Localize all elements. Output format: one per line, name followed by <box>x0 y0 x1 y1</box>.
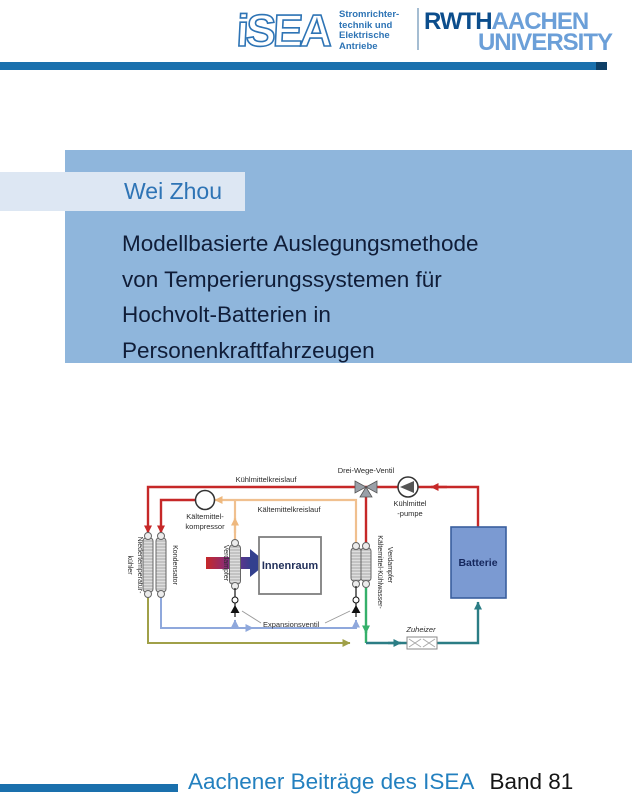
cabin-box <box>258 536 322 595</box>
lt-cooler-label: Niedertemperatur- <box>136 537 143 594</box>
series-volume: Band 81 <box>489 769 574 794</box>
isea-logo-text: iSEA <box>236 5 333 56</box>
author-name: Wei Zhou <box>124 178 223 204</box>
expansion-valve-label: Expansionsventil <box>263 620 320 629</box>
isea-tagline: Stromrichter- technik und Elektrische An… <box>339 9 400 52</box>
compressor-icon <box>194 489 216 511</box>
chiller-label: Kältemittel-Kühlwasser- <box>376 535 383 609</box>
evaporator-label: Verdampfer <box>222 545 229 582</box>
expansion-lines <box>160 596 360 632</box>
refrigerant-circuit-label: Kältemittelkreislauf <box>258 505 322 514</box>
three-way-valve-label: Drei-Wege-Ventil <box>338 466 395 475</box>
expansion-valve-left <box>230 588 240 617</box>
chiller-label: Verdampfer <box>386 547 393 584</box>
coolant-pump-label: Kühlmittel <box>394 499 427 508</box>
isea-tagline-line: Antriebe <box>339 40 378 52</box>
book-title: Modellbasierte Auslegungsmethode von Tem… <box>122 226 602 368</box>
rwth-university: UNIVERSITY <box>477 29 613 56</box>
heater-icon <box>406 636 438 650</box>
lt-cooler-label: kühler <box>126 555 133 575</box>
author-band: Wei Zhou <box>0 172 245 211</box>
heater-label: Zuheizer <box>405 625 436 634</box>
isea-tagline-line: technik und <box>339 19 393 31</box>
condenser-exchanger <box>155 532 167 598</box>
title-line: Modellbasierte Auslegungsmethode <box>122 231 479 256</box>
rwth-wordmark: RWTH <box>424 8 493 35</box>
series-line: Aachener Beiträge des ISEA Band 81 <box>188 770 573 794</box>
series-title: Aachener Beiträge des ISEA <box>188 769 475 794</box>
three-way-valve-icon <box>354 480 378 498</box>
logo-divider <box>417 8 419 50</box>
battery-box <box>450 526 507 599</box>
condenser-label: Kondensator <box>171 545 178 585</box>
expansion-valve-right <box>351 586 361 617</box>
refrigerant-circuit-lines <box>214 496 358 543</box>
leader-line <box>324 610 351 624</box>
compressor-label: Kältemittel- <box>186 512 224 521</box>
isea-tagline-line: Elektrische <box>339 30 390 41</box>
coolant-pump-rotor <box>400 481 414 493</box>
top-accent-bar <box>0 62 607 70</box>
cabin-label: Innenraum <box>262 560 318 572</box>
coolant-circuit-lines <box>144 483 480 543</box>
title-line: Personenkraftfahrzeugen <box>122 337 375 363</box>
coolant-circuit-label: Kühlmittelkreislauf <box>236 475 298 484</box>
coolant-pump-label: -pumpe <box>397 509 422 518</box>
chiller-exchanger <box>350 542 372 588</box>
lt-cooler-exchanger <box>142 532 154 598</box>
title-line: von Temperierungssystemen für <box>122 266 442 292</box>
lt-cooler-line <box>147 596 351 647</box>
rwth-logo-line1: RWTHAACHEN <box>424 8 614 35</box>
evaporator-exchanger <box>229 539 241 590</box>
rwth-logo: RWTHAACHEN UNIVERSITY <box>424 8 614 56</box>
leader-line <box>241 610 262 624</box>
isea-tagline-line: Stromrichter- <box>339 9 400 20</box>
top-accent-bar-tip <box>596 62 607 70</box>
battery-feed-line <box>366 601 482 645</box>
compressor-label: kompressor <box>185 522 225 531</box>
rwth-aachen: AACHEN <box>491 8 590 35</box>
footer-accent-bar <box>0 784 178 792</box>
battery-label: Batterie <box>458 557 497 569</box>
title-line: Hochvolt-Batterien in <box>122 302 331 327</box>
isea-logo: iSEA <box>236 4 334 56</box>
